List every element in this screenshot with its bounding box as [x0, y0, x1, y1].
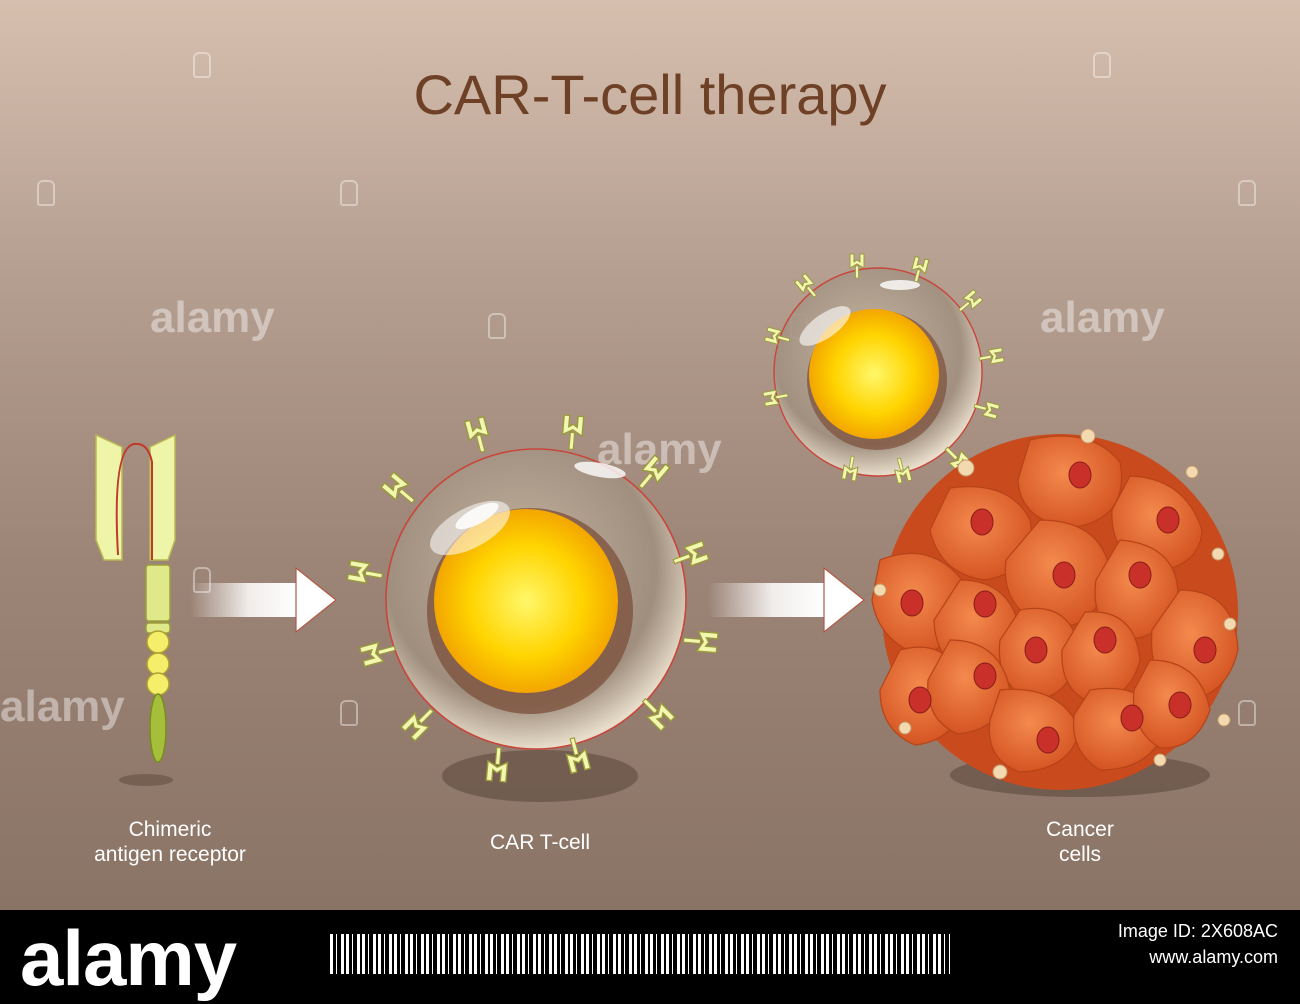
- label-cancer-cells: Cancer cells: [990, 817, 1170, 867]
- watermark-text: alamy: [0, 682, 125, 731]
- watermark-lock-icon: [193, 52, 211, 78]
- barcode-icon: [330, 934, 950, 974]
- diagram-title: CAR-T-cell therapy: [413, 63, 887, 126]
- label-line: cells: [1058, 843, 1101, 866]
- label-line: Cancer: [1046, 818, 1114, 841]
- watermark-lock-icon: [488, 313, 506, 339]
- watermark-lock-icon: [1093, 52, 1111, 78]
- label-line: CAR T-cell: [490, 831, 590, 854]
- arrow-tcell-to-cancer: [708, 566, 865, 634]
- watermark-lock-icon: [1238, 180, 1256, 206]
- footer-image-info: Image ID: 2X608AC www.alamy.com: [1118, 918, 1278, 970]
- watermark-text: alamy: [597, 425, 722, 474]
- arrow-receptor-to-tcell: [190, 566, 337, 634]
- watermark-lock-icon: [340, 180, 358, 206]
- chimeric-antigen-receptor: [95, 433, 176, 786]
- stock-footer: alamy Image ID: 2X608AC www.alamy.com: [0, 910, 1300, 1002]
- footer-logo: alamy: [20, 914, 237, 1002]
- car-t-cell-attacking: [762, 253, 1005, 485]
- car-t-cell: [346, 414, 719, 802]
- image-id: Image ID: 2X608AC: [1117, 921, 1278, 941]
- watermark-lock-icon: [340, 700, 358, 726]
- watermark-text: alamy: [150, 293, 275, 342]
- label-chimeric-antigen-receptor: Chimeric antigen receptor: [40, 817, 300, 867]
- label-car-t-cell: CAR T-cell: [440, 830, 640, 855]
- cancer-cell-cluster: [871, 428, 1239, 797]
- watermark-lock-icon: [1238, 700, 1256, 726]
- car-t-diagram: [95, 253, 1239, 802]
- watermark-lock-icon: [37, 180, 55, 206]
- label-line: Chimeric: [128, 818, 212, 841]
- site-url: www.alamy.com: [1149, 947, 1278, 967]
- watermark-text: alamy: [1040, 293, 1165, 342]
- label-line: antigen receptor: [94, 843, 246, 866]
